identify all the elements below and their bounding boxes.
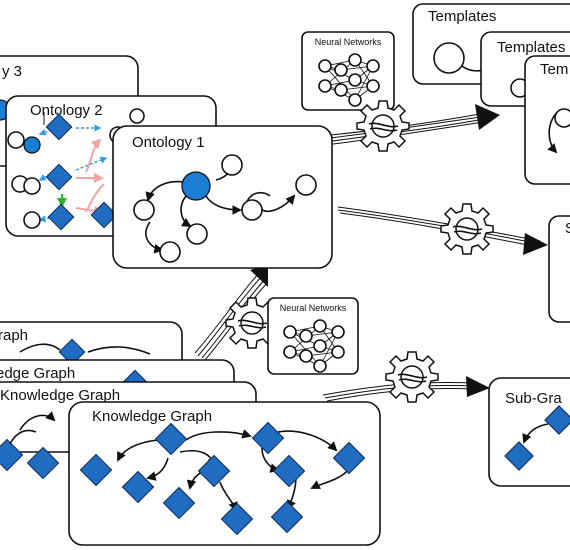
gear-icon — [356, 100, 410, 152]
kg-layer1-label: raph — [0, 327, 28, 344]
templates-front-label: Tem — [540, 61, 568, 78]
templates-card-front — [524, 55, 570, 185]
kg-layer3-label: Knowledge Graph — [0, 387, 120, 404]
neural-network-bottom-label: Neural Networks — [280, 303, 347, 313]
neural-network-top: Neural Networks — [301, 31, 395, 111]
templates-middle-label: Templates — [497, 39, 565, 56]
ontology-middle-label: Ontology 2 — [30, 102, 103, 119]
ontology-back-label: y 3 — [2, 63, 22, 80]
kg-layer2-label: edge Graph — [0, 365, 75, 382]
kg-front-label: Knowledge Graph — [92, 408, 212, 425]
gear-icon — [385, 351, 439, 403]
subgraph-label: Sub-Gra — [505, 390, 562, 407]
ontology-stack: y 3 Ontology 2 Ontology 1 — [0, 55, 333, 269]
ontology-card-front — [112, 125, 333, 269]
right-card: S — [548, 215, 570, 323]
ontology-front-label: Ontology 1 — [132, 134, 205, 151]
neural-network-bottom: Neural Networks — [267, 297, 359, 375]
right-card-label: S — [565, 220, 570, 237]
knowledge-graph-stack: raph edge Graph Knowledge Graph Knowledg… — [0, 321, 381, 546]
templates-back-label: Templates — [428, 8, 496, 25]
arrow-ontology-to-right — [337, 206, 548, 255]
neural-network-top-label: Neural Networks — [315, 37, 382, 47]
gear-icon — [440, 203, 494, 255]
subgraph-card: Sub-Gra — [488, 377, 570, 487]
templates-stack: Templates Templates Tem — [412, 3, 570, 185]
